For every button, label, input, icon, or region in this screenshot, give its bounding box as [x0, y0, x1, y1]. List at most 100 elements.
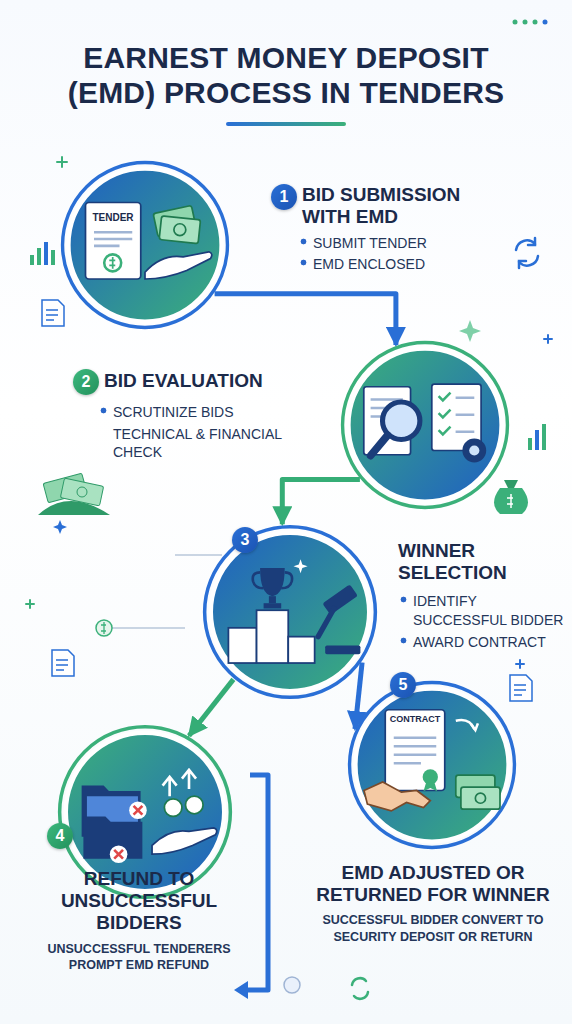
cycle-icons — [352, 978, 366, 985]
refund-illustration — [185, 796, 203, 814]
refund-illustration — [110, 845, 128, 863]
step-circle: 5EMD ADJUSTED OR RETURNED FOR WINNERSUCC… — [347, 680, 517, 850]
refund-illustration — [129, 801, 147, 819]
tender-illustration — [63, 163, 228, 328]
tender-illustration — [145, 252, 212, 279]
corner-dots — [543, 20, 548, 25]
cycle-icons — [354, 992, 368, 999]
document-icons — [46, 310, 58, 320]
step-circle: 1BID SUBMISSION WITH EMDSUBMIT TENDEREMD… — [60, 160, 230, 330]
bar-chart-icon — [37, 248, 41, 265]
illustration-label: TENDER — [88, 212, 138, 223]
sparkle-icon — [459, 320, 481, 342]
flow-arrow — [355, 663, 362, 730]
step-circle: 2BID EVALUATIONSCRUTINIZE BIDSTECHNICAL … — [340, 340, 510, 510]
bar-chart-icon — [528, 438, 532, 450]
contract-illustration — [385, 710, 445, 791]
winner-illustration — [322, 584, 357, 615]
coin-leader — [112, 627, 185, 629]
contract-illustration — [424, 783, 438, 792]
winner-illustration — [211, 533, 369, 691]
bar-chart-icon — [51, 250, 55, 265]
document-icons — [514, 685, 526, 695]
evaluation-illustration — [349, 349, 502, 502]
bullet-text: SCRUTINIZE BIDS — [100, 403, 290, 421]
document-icons — [510, 675, 532, 701]
money-bag-icon — [494, 488, 528, 514]
step-body: SUCCESSFUL BIDDER CONVERT TO SECURITY DE… — [306, 912, 560, 945]
step-number-badge: 5 — [390, 672, 416, 698]
contract-illustration — [347, 680, 517, 850]
cycle-icons — [519, 261, 526, 268]
step-circle: 4REFUND TO UNSUCCESSFUL BIDDERSUNSUCCESS… — [57, 724, 233, 900]
refund-illustration — [114, 850, 123, 859]
bottom-coin — [284, 977, 300, 993]
bar-chart-icon — [535, 430, 539, 450]
contract-illustration — [356, 689, 509, 842]
bullet-text: IDENTIFY SUCCESSFUL BIDDER — [400, 592, 566, 628]
bullet-text: TECHNICAL & FINANCIAL CHECK — [100, 425, 290, 461]
contract-illustration — [350, 683, 515, 848]
step-number-badge: 4 — [47, 823, 73, 849]
return-arrow — [234, 981, 248, 999]
tender-illustration — [94, 232, 132, 246]
bar-chart-icon — [542, 424, 546, 450]
winner-illustration — [202, 524, 378, 700]
winner-illustration — [269, 596, 276, 603]
winner-illustration — [253, 572, 292, 588]
document-icons — [52, 650, 74, 676]
return-arrow — [246, 775, 268, 990]
money-bag-icon — [494, 480, 528, 514]
tender-illustration — [174, 224, 186, 236]
winner-illustration — [294, 559, 308, 573]
contract-illustration — [423, 769, 438, 784]
evaluation-illustration — [469, 445, 479, 455]
step-heading: EMD ADJUSTED OR RETURNED FOR WINNER — [300, 862, 566, 906]
winner-illustration — [260, 568, 285, 596]
sparkle-icon — [53, 520, 67, 534]
plus-signs — [544, 335, 552, 343]
winner-illustration — [228, 628, 256, 663]
cash-pile-illustration — [60, 478, 103, 506]
coin-leader — [96, 620, 112, 636]
contract-illustration — [471, 723, 478, 730]
cash-pile-illustration — [38, 473, 110, 515]
tender-illustration — [60, 160, 230, 330]
flow-arrow — [189, 679, 233, 735]
plus-signs — [26, 600, 34, 608]
corner-dots — [523, 20, 528, 25]
bullet-text: SUBMIT TENDER — [300, 234, 500, 252]
step-number-badge: 2 — [73, 369, 99, 395]
coin-leader — [175, 554, 222, 556]
refund-illustration — [163, 770, 196, 796]
illustration-label: CONTRACT — [386, 714, 444, 724]
step-heading: BID SUBMISSION WITH EMD — [302, 184, 507, 228]
contract-illustration — [461, 787, 500, 809]
refund-illustration — [164, 799, 182, 817]
bar-chart-icon — [30, 255, 34, 265]
corner-dots — [513, 20, 548, 25]
corner-dots — [533, 20, 538, 25]
evaluation-illustration — [439, 393, 451, 435]
step-number-badge: 1 — [271, 184, 297, 210]
bar-chart-icon — [44, 242, 48, 265]
tender-illustration — [86, 203, 141, 280]
bullet-text: EMD ENCLOSED — [300, 255, 500, 273]
plus-signs — [516, 660, 524, 668]
flow-arrow — [282, 480, 360, 525]
title-underline — [226, 122, 346, 126]
contract-illustration — [475, 793, 485, 803]
bullet-text: AWARD CONTRACT — [400, 633, 566, 651]
title-underline — [226, 122, 346, 126]
bottom-coin — [284, 977, 300, 993]
step-heading: REFUND TO UNSUCCESSFUL BIDDERS — [18, 868, 260, 935]
contract-illustration — [364, 782, 430, 811]
tender-illustration — [104, 254, 121, 271]
contract-illustration — [394, 738, 437, 764]
evaluation-illustration — [456, 398, 475, 432]
winner-illustration — [288, 637, 314, 663]
refund-illustration — [152, 828, 217, 854]
refund-illustration — [134, 806, 143, 815]
document-icons — [56, 660, 68, 670]
step-heading: BID EVALUATION — [104, 370, 314, 392]
